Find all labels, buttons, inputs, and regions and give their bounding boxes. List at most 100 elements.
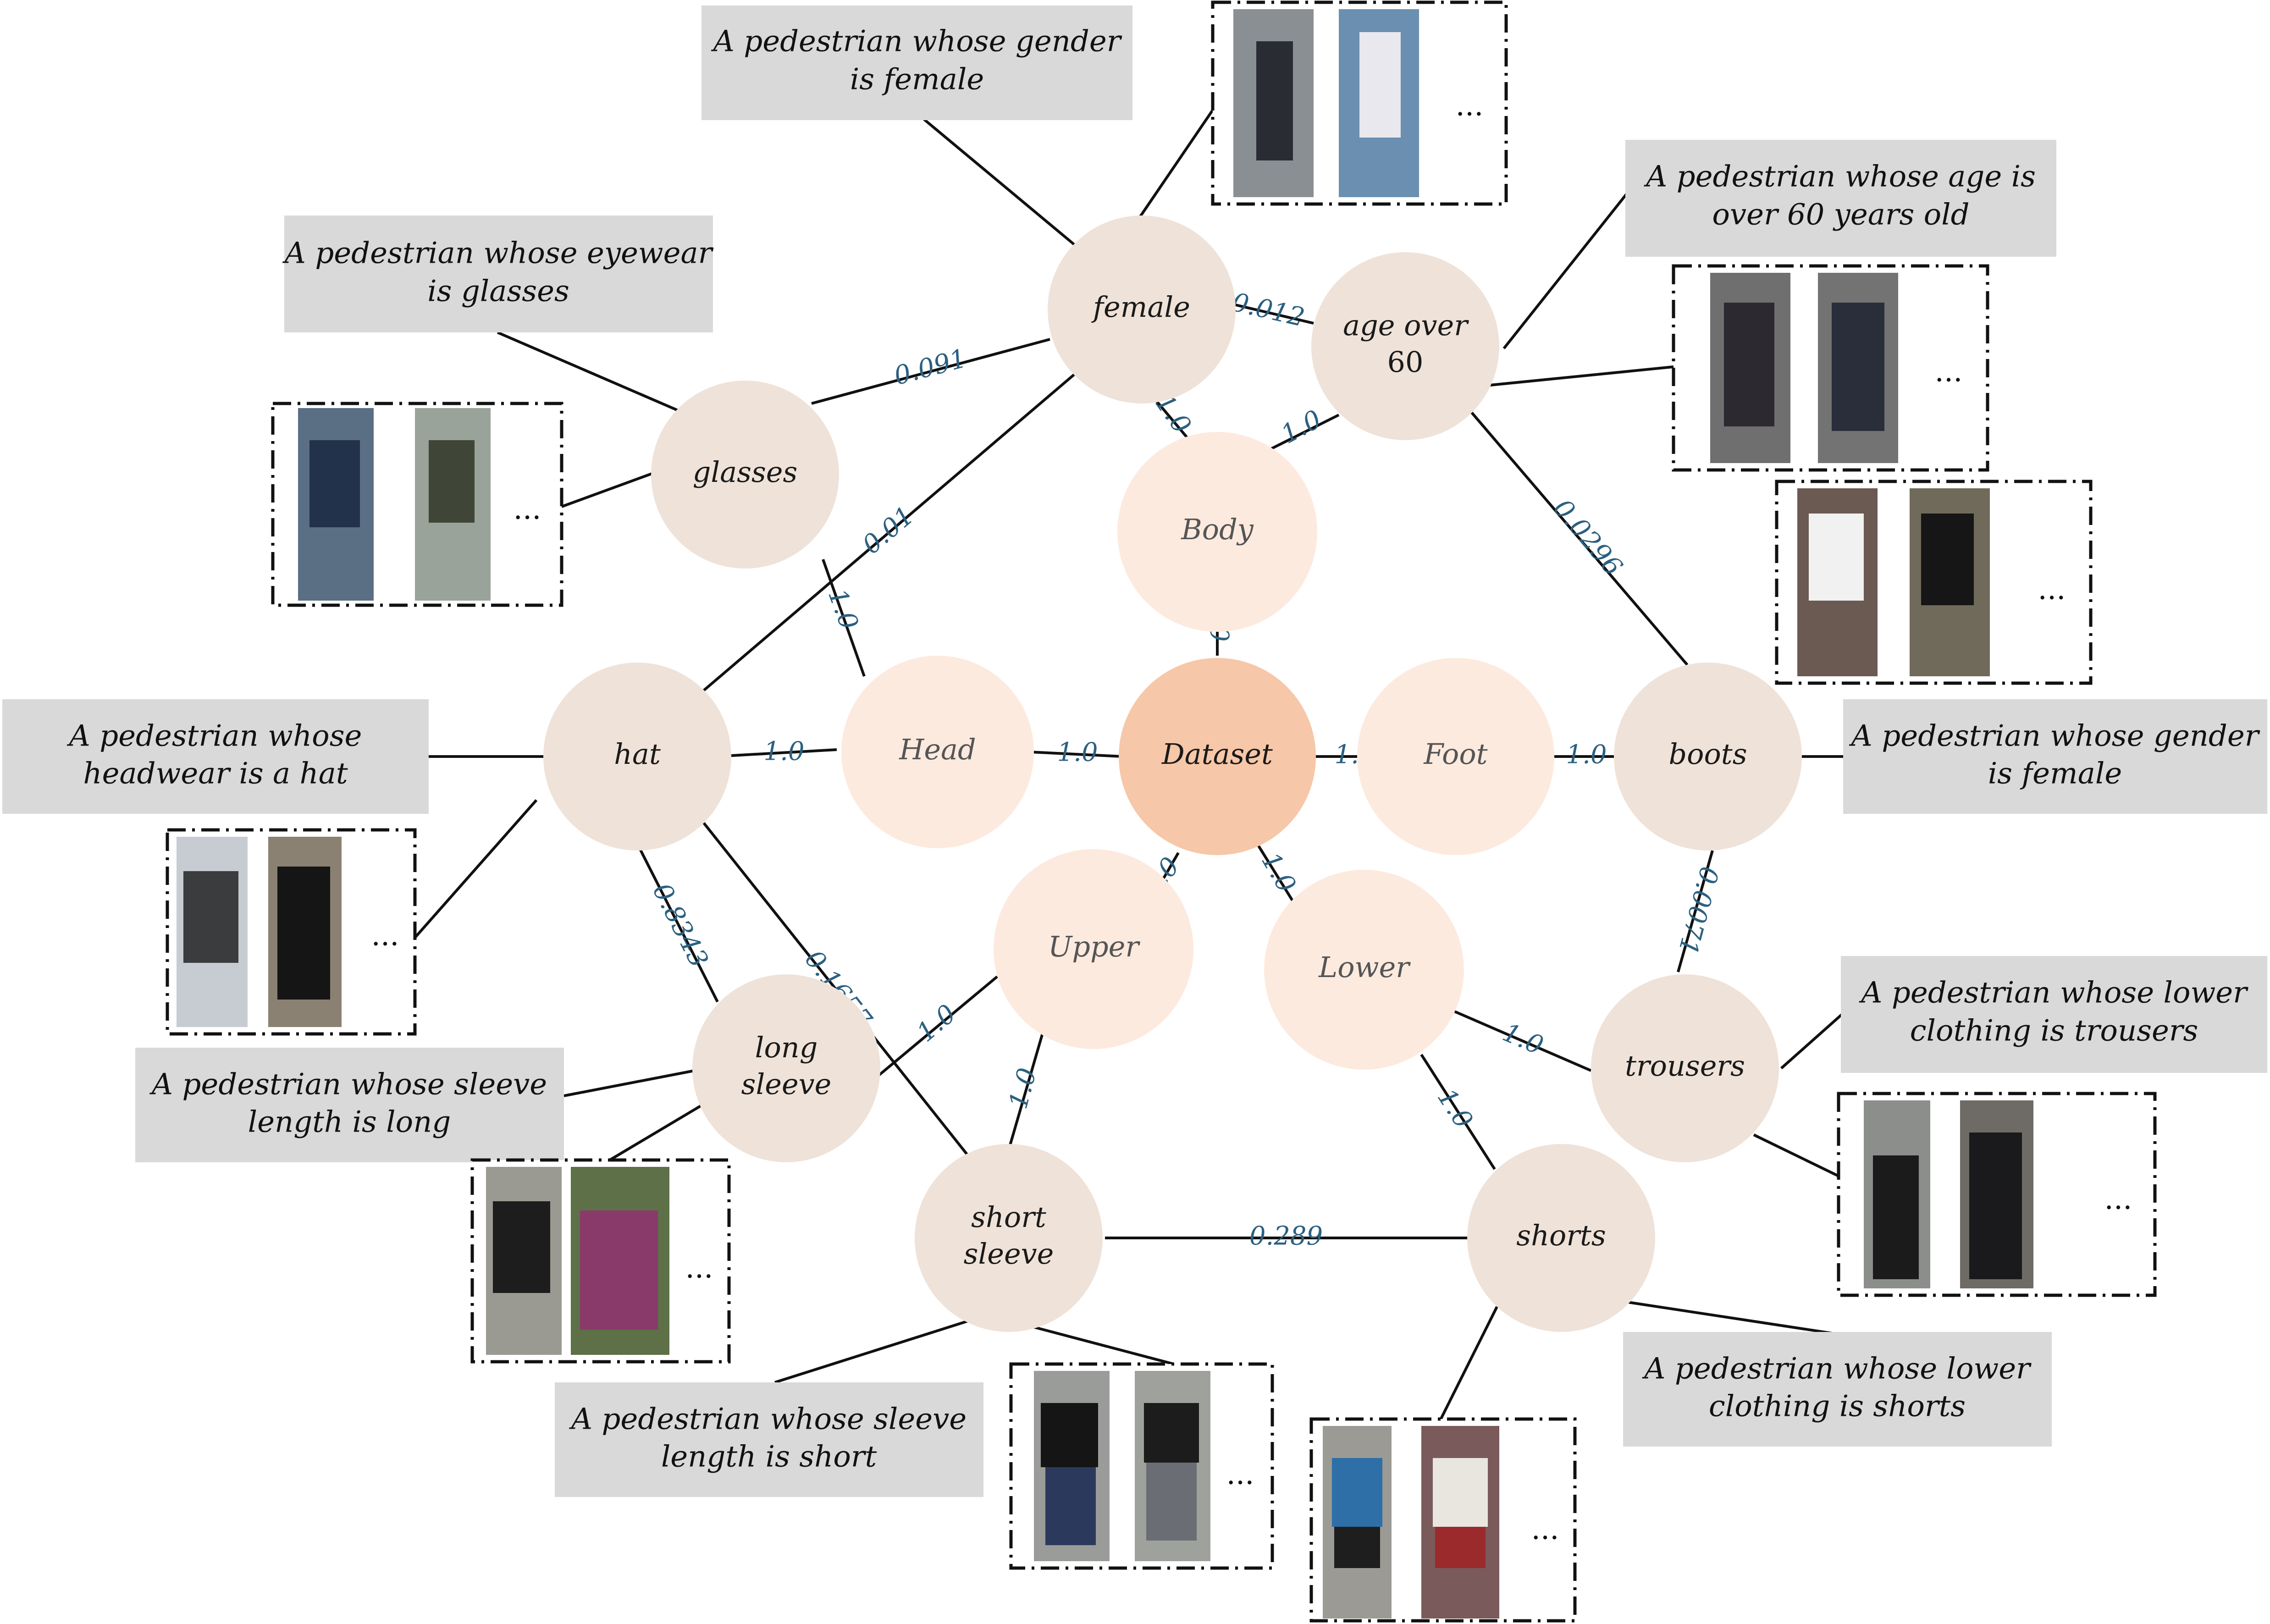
caption-boots-box — [1843, 699, 2267, 814]
connector-trousers-images — [1753, 1133, 1839, 1177]
ellipsis: ... — [1455, 89, 1483, 123]
edge-head-glasses — [822, 559, 866, 677]
connector-hat-images — [414, 799, 538, 939]
edge-lower-shorts — [1420, 1054, 1496, 1170]
connector-female-caption — [923, 118, 1076, 247]
caption-trousers-box — [1841, 956, 2267, 1073]
edge-lower-trousers — [1453, 1010, 1592, 1072]
caption-short-sleeve-box — [555, 1382, 983, 1497]
edge-label-female-age: 0.012 — [1229, 287, 1307, 332]
edge-glasses-female — [811, 338, 1050, 405]
node-boots-label: boots — [1668, 737, 1747, 771]
node-female-label: female — [1091, 290, 1190, 324]
node-boots-circle — [1614, 663, 1802, 851]
caption-glasses-line2: is glasses — [427, 275, 569, 309]
node-trousers-circle — [1591, 974, 1779, 1162]
ellipsis: ... — [513, 492, 541, 526]
node-lower-circle — [1264, 870, 1464, 1070]
ellipsis: ... — [2038, 573, 2066, 607]
connector-female-images — [1138, 109, 1214, 219]
node-dataset-circle — [1119, 658, 1316, 855]
image-panel-hat: ... — [166, 828, 417, 1036]
caption-trousers-line1: A pedestrian whose lower — [1859, 976, 2248, 1010]
caption-age-line1: A pedestrian whose age is — [1644, 160, 2036, 194]
caption-short-sleeve-line1: A pedestrian whose sleeve — [569, 1403, 967, 1436]
node-glasses-circle — [651, 381, 839, 569]
node-age-circle — [1311, 252, 1499, 440]
node-short-sleeve-label-line1: short — [971, 1200, 1046, 1234]
edge-age-boots — [1470, 412, 1689, 666]
node-head-label: Head — [899, 733, 976, 766]
node-shorts-label: shorts — [1516, 1219, 1606, 1252]
node-hat-label: hat — [614, 737, 661, 771]
edge-head-hat — [731, 748, 837, 757]
ellipsis: ... — [1934, 355, 1962, 389]
edge-label-upper-short-sleeve: 1.0 — [1003, 1065, 1043, 1112]
caption-shorts-line1: A pedestrian whose lower — [1642, 1352, 2032, 1386]
node-body-circle — [1117, 432, 1317, 632]
node-foot-label: Foot — [1423, 737, 1487, 771]
caption-age-line2: over 60 years old — [1712, 198, 1969, 232]
edge-label-lower-trousers: 1.0 — [1498, 1017, 1547, 1061]
node-short-sleeve-circle — [915, 1144, 1103, 1332]
connector-age-images — [1490, 365, 1674, 387]
node-shorts-circle — [1467, 1144, 1655, 1332]
caption-hat-line1: A pedestrian whose — [67, 719, 362, 753]
image-panel-shorts: ... — [1309, 1417, 1577, 1623]
node-upper-label: Upper — [1048, 930, 1140, 963]
image-panel-trousers: ... — [1837, 1092, 2157, 1297]
node-head-circle — [841, 656, 1034, 848]
edge-label-dataset-head: 1.0 — [1057, 738, 1098, 768]
image-panel-short-sleeve: ... — [1009, 1362, 1274, 1570]
caption-glasses-line1: A pedestrian whose eyewear — [282, 237, 714, 271]
node-short-sleeve-label-line2: sleeve — [964, 1237, 1054, 1270]
caption-short-sleeve-line2: length is short — [661, 1440, 877, 1474]
edge-female-age — [1235, 304, 1314, 325]
node-hat-circle — [543, 663, 731, 851]
image-panel-glasses: ... — [271, 402, 563, 607]
edge-upper-short-sleeve — [1005, 1031, 1044, 1158]
edge-hat-female — [701, 372, 1076, 694]
ellipsis: ... — [1226, 1458, 1254, 1491]
node-long-sleeve-label-line1: long — [755, 1031, 818, 1064]
node-trousers-label: trousers — [1625, 1049, 1745, 1083]
image-panel-age: ... — [1672, 264, 1989, 472]
caption-long-sleeve-line1: A pedestrian whose sleeve — [149, 1068, 547, 1102]
edge-boots-trousers — [1677, 850, 1714, 972]
caption-trousers-line2: clothing is trousers — [1910, 1014, 2198, 1048]
caption-age-box — [1625, 140, 2056, 257]
node-glasses-label: glasses — [693, 455, 798, 489]
ellipsis: ... — [1531, 1513, 1559, 1547]
node-age-label-line1: age over — [1343, 309, 1469, 342]
caption-glasses-box — [284, 215, 713, 332]
edge-dataset-head — [1029, 751, 1124, 758]
caption-shorts-line2: clothing is shorts — [1709, 1390, 1966, 1424]
edge-label-short-sleeve-shorts: 0.289 — [1249, 1221, 1323, 1251]
edge-label-head-glasses: 1.0 — [822, 585, 864, 634]
edge-label-hat-long-sleeve: 0.8343 — [646, 878, 714, 972]
image-panel-long-sleeve: ... — [470, 1158, 731, 1364]
caption-female-line2: is female — [850, 63, 984, 97]
connector-trousers-caption — [1780, 1012, 1844, 1070]
node-lower-label: Lower — [1318, 950, 1411, 984]
node-female-circle — [1048, 215, 1236, 403]
connector-glasses-caption — [497, 331, 684, 414]
edge-label-glasses-female: 0.091 — [891, 343, 970, 391]
caption-boots-line1: A pedestrian whose gender — [1849, 719, 2260, 753]
caption-female-box — [701, 6, 1132, 120]
node-long-sleeve-circle — [692, 974, 880, 1162]
connector-shorts-caption — [1627, 1301, 1839, 1336]
edge-label-lower-shorts: 1.0 — [1431, 1083, 1479, 1134]
caption-long-sleeve-box — [135, 1048, 564, 1162]
edge-label-foot-boots: 1.0 — [1566, 740, 1607, 770]
ellipsis: ... — [371, 919, 399, 953]
connector-long-sleeve-images — [609, 1101, 707, 1161]
image-panel-boots: ... — [1775, 480, 2093, 685]
connector-short-sleeve-caption — [774, 1319, 970, 1384]
ellipsis: ... — [685, 1251, 713, 1285]
edges — [414, 109, 1844, 1422]
nodes: Dataset Head Body Foot Upper Lower femal… — [543, 215, 1802, 1332]
node-upper-circle — [994, 849, 1193, 1049]
connector-long-sleeve-caption — [563, 1069, 695, 1097]
